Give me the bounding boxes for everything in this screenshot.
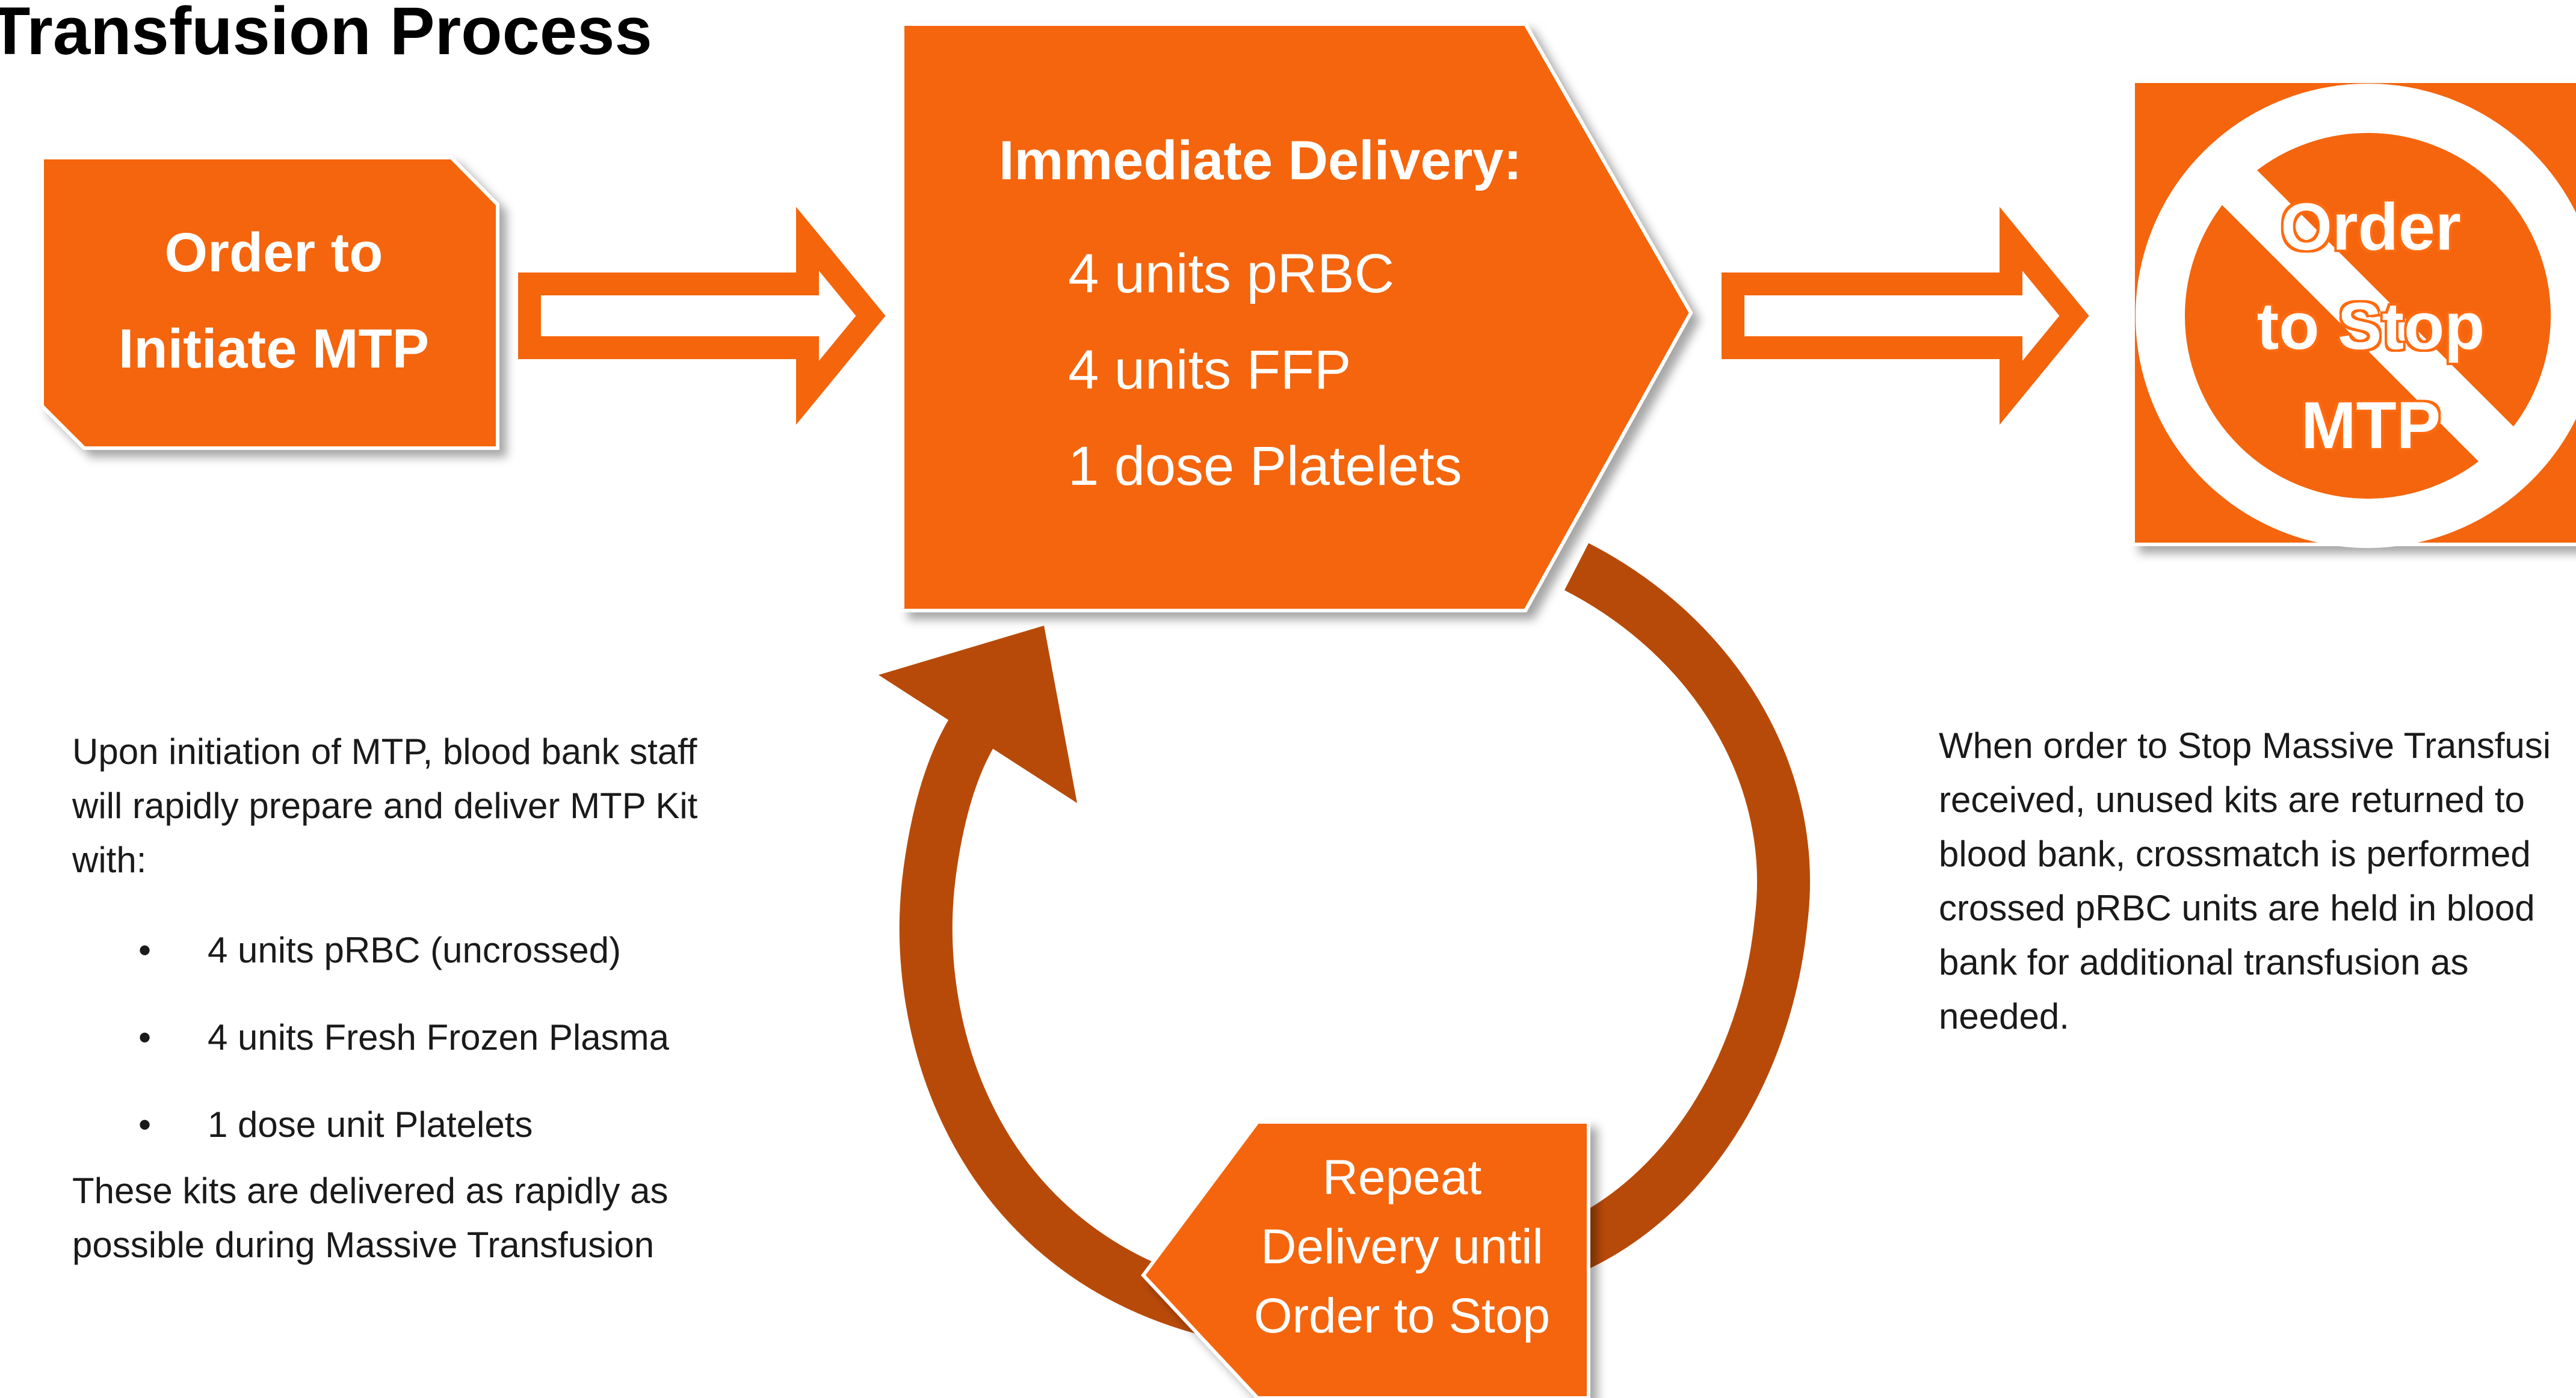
stop-order-label: Order to Stop MTP xyxy=(2133,177,2576,475)
right-arrow-1 xyxy=(518,206,886,425)
prohibition-icon xyxy=(2136,84,2576,548)
list-item-text: 1 dose unit Platelets xyxy=(208,1104,533,1145)
stop-description-line4: crossed pRBC units are held in blood xyxy=(1939,888,2535,928)
stop-description-line6: needed. xyxy=(1939,996,2069,1036)
kit-contents-list: • 4 units pRBC (uncrossed) • 4 units Fre… xyxy=(138,923,669,1185)
delivery-note-line1: These kits are delivered as rapidly as xyxy=(72,1171,669,1211)
list-item: • 4 units Fresh Frozen Plasma xyxy=(138,1011,669,1098)
stop-description-line2: received, unused kits are returned to xyxy=(1939,780,2525,820)
right-arrow-2 xyxy=(1722,206,2089,425)
stop-order-label-line3: MTP xyxy=(2300,389,2441,463)
cycle-arrow-head xyxy=(879,626,1077,803)
page-title: Transfusion Process xyxy=(0,0,652,69)
repeat-delivery-box xyxy=(1141,1120,1590,1398)
initiation-description: Upon initiation of MTP, blood bank staff… xyxy=(72,725,794,887)
stop-description-line1: When order to Stop Massive Transfusi xyxy=(1939,725,2551,766)
immediate-delivery-box xyxy=(901,22,1693,612)
delivery-note-line2: possible during Massive Transfusion xyxy=(72,1225,655,1265)
stop-order-label-line1: Order xyxy=(2281,190,2461,264)
stop-description-line5: bank for additional transfusion as xyxy=(1939,942,2469,982)
initiation-description-line1: Upon initiation of MTP, blood bank staff xyxy=(72,731,697,772)
list-item: • 1 dose unit Platelets xyxy=(138,1098,669,1185)
initiate-order-label-line2: Initiate MTP xyxy=(118,318,430,380)
repeat-delivery-label: Repeat Delivery until Order to Stop xyxy=(1197,1143,1607,1350)
delivery-note: These kits are delivered as rapidly as p… xyxy=(72,1164,794,1272)
initiate-order-box xyxy=(40,156,499,450)
immediate-delivery-list: 4 units pRBC 4 units FFP 1 dose Platelet… xyxy=(1068,226,1462,514)
initiate-order-label-line1: Order to xyxy=(164,222,383,283)
immediate-delivery-title: Immediate Delivery: xyxy=(999,130,1522,191)
list-item-text: 4 units Fresh Frozen Plasma xyxy=(208,1017,669,1058)
stop-description: When order to Stop Massive Transfusi rec… xyxy=(1939,719,2576,1044)
repeat-delivery-line2: Delivery until xyxy=(1261,1219,1543,1274)
delivery-item: 4 units FFP xyxy=(1068,339,1351,401)
repeat-delivery-line1: Repeat xyxy=(1322,1150,1482,1205)
delivery-item: 4 units pRBC xyxy=(1068,243,1395,304)
bullet-icon: • xyxy=(138,1017,152,1058)
initiate-order-label: Order to Initiate MTP xyxy=(42,205,505,397)
bullet-icon: • xyxy=(138,1104,152,1145)
initiation-description-line3: with: xyxy=(72,840,147,880)
delivery-item: 1 dose Platelets xyxy=(1068,436,1462,497)
list-item: • 4 units pRBC (uncrossed) xyxy=(138,923,669,1011)
repeat-delivery-line3: Order to Stop xyxy=(1253,1289,1551,1343)
cycle-arrow xyxy=(879,543,1810,1334)
cycle-arrow-right-arc xyxy=(1559,543,1810,1273)
stop-description-line3: blood bank, crossmatch is performed xyxy=(1939,834,2531,874)
bullet-icon: • xyxy=(138,930,152,970)
stop-order-label-line2: to Stop xyxy=(2256,289,2485,363)
list-item-text: 4 units pRBC (uncrossed) xyxy=(208,930,621,970)
cycle-arrow-left-arc xyxy=(899,676,1211,1334)
initiation-description-line2: will rapidly prepare and deliver MTP Kit xyxy=(72,786,698,826)
